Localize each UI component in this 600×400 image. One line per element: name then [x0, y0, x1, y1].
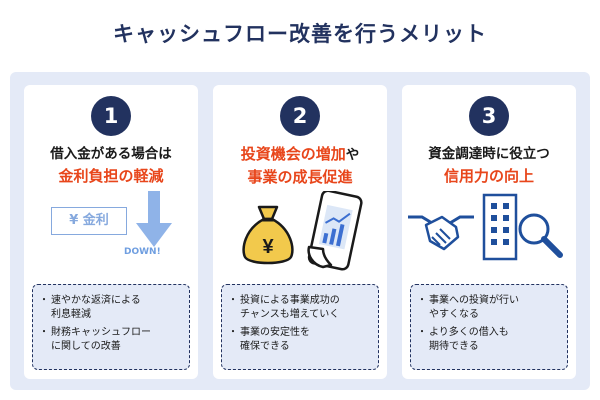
card-heading-highlight: 金利負担の軽減 — [58, 167, 164, 185]
card-heading: 投資機会の増加や 事業の成長促進 — [213, 143, 387, 188]
smartphone-chart-icon — [307, 191, 363, 271]
interest-down-illustration: ¥ 金利 DOWN! — [24, 189, 198, 275]
card-heading-line: 借入金がある場合は — [50, 146, 172, 162]
card-heading-highlight: 信用力の向上 — [443, 167, 534, 185]
card-heading: 借入金がある場合は 金利負担の軽減 — [24, 143, 198, 187]
step-number-badge: 2 — [280, 96, 320, 136]
benefit-points-box: 投資による事業成功の チャンスも増えていく 事業の安定性を 確保できる — [221, 284, 379, 370]
benefit-points-box: 事業への投資が行い やすくなる より多くの借入も 期待できる — [410, 284, 568, 370]
list-item: 事業の安定性を 確保できる — [228, 326, 372, 353]
list-item: 速やかな返済による 利息軽減 — [39, 294, 183, 321]
card-heading-highlight-2: 事業の成長促進 — [247, 168, 353, 186]
list-item: 投資による事業成功の チャンスも増えていく — [228, 294, 372, 321]
handshake-icon — [408, 215, 474, 251]
card-heading-suffix: や — [345, 147, 360, 163]
down-label: DOWN! — [124, 247, 161, 257]
list-item: 事業への投資が行い やすくなる — [417, 294, 561, 321]
page-title: キャッシュフロー改善を行うメリット — [113, 22, 487, 46]
step-number-badge: 3 — [469, 96, 509, 136]
investment-illustration: ¥ — [213, 189, 387, 275]
money-bag-icon: ¥ — [242, 205, 294, 265]
card-heading: 資金調達時に役立つ 信用力の向上 — [402, 143, 576, 187]
card-heading-highlight: 投資機会の増加 — [240, 145, 346, 163]
benefit-points-box: 速やかな返済による 利息軽減 財務キャッシュフロー に関しての改善 — [32, 284, 190, 370]
list-item: 財務キャッシュフロー に関しての改善 — [39, 326, 183, 353]
credit-illustration — [402, 189, 576, 275]
list-item: より多くの借入も 期待できる — [417, 326, 561, 353]
benefit-card-1: 1 借入金がある場合は 金利負担の軽減 ¥ 金利 DOWN! 速やかな返済による… — [24, 85, 198, 379]
magnifier-icon — [518, 213, 563, 258]
building-icon — [482, 193, 518, 261]
interest-label-box: ¥ 金利 — [51, 207, 127, 235]
card-heading-line: 資金調達時に役立つ — [428, 146, 550, 162]
step-number-badge: 1 — [91, 96, 131, 136]
yen-symbol: ¥ — [262, 236, 274, 258]
down-arrow-icon — [136, 191, 172, 247]
benefit-card-3: 3 資金調達時に役立つ 信用力の向上 — [402, 85, 576, 379]
benefit-card-2: 2 投資機会の増加や 事業の成長促進 ¥ 投資による事業成功の チャンスも増えて — [213, 85, 387, 379]
